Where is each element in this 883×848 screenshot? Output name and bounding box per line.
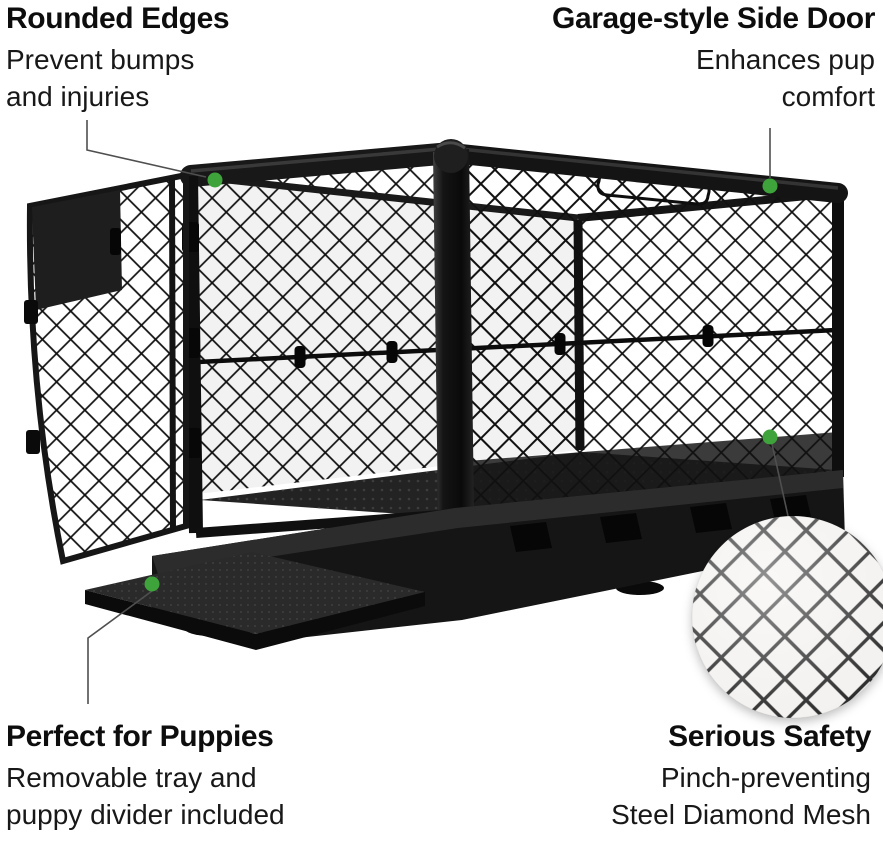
callout-garage-door-body: Enhances pup comfort <box>695 44 875 112</box>
door-edge-tabs <box>24 300 40 454</box>
callout-safety: Serious Safety Pinch-preventing Steel Di… <box>611 720 871 834</box>
door-corner-panel <box>32 190 122 310</box>
rod-clips <box>294 325 714 368</box>
crate-frame <box>180 139 848 538</box>
marker-safety <box>762 429 778 445</box>
callout-safety-body: Pinch-preventing Steel Diamond Mesh <box>611 762 871 830</box>
callout-garage-door-title: Garage-style Side Door <box>552 2 875 35</box>
callout-rounded-edges-title: Rounded Edges <box>6 2 230 35</box>
front-corner-post <box>433 149 474 516</box>
feature-markers <box>144 172 778 592</box>
mesh-inset <box>691 515 883 719</box>
callout-rounded-edges-body: Prevent bumps and injuries <box>6 44 195 112</box>
callout-garage-door: Garage-style Side Door Enhances pup comf… <box>552 2 875 116</box>
leader-lines <box>86 120 789 704</box>
compression-rod <box>197 325 837 368</box>
leader-puppies <box>87 590 153 704</box>
callout-puppies-title: Perfect for Puppies <box>6 720 274 753</box>
callout-rounded-edges: Rounded Edges Prevent bumps and injuries <box>6 2 230 116</box>
slide-out-tray <box>85 552 425 650</box>
callout-puppies: Perfect for Puppies Removable tray and p… <box>6 720 285 834</box>
open-side-door <box>24 171 189 565</box>
leader-rounded-edges <box>86 120 207 178</box>
marker-puppies <box>144 576 160 592</box>
callout-puppies-body: Removable tray and puppy divider include… <box>6 762 285 830</box>
marker-rounded-edges <box>207 172 223 188</box>
marker-garage-door <box>762 178 778 194</box>
leader-safety <box>771 443 789 517</box>
crate-side-mesh-panel <box>451 155 838 514</box>
callout-safety-title: Serious Safety <box>668 720 871 753</box>
